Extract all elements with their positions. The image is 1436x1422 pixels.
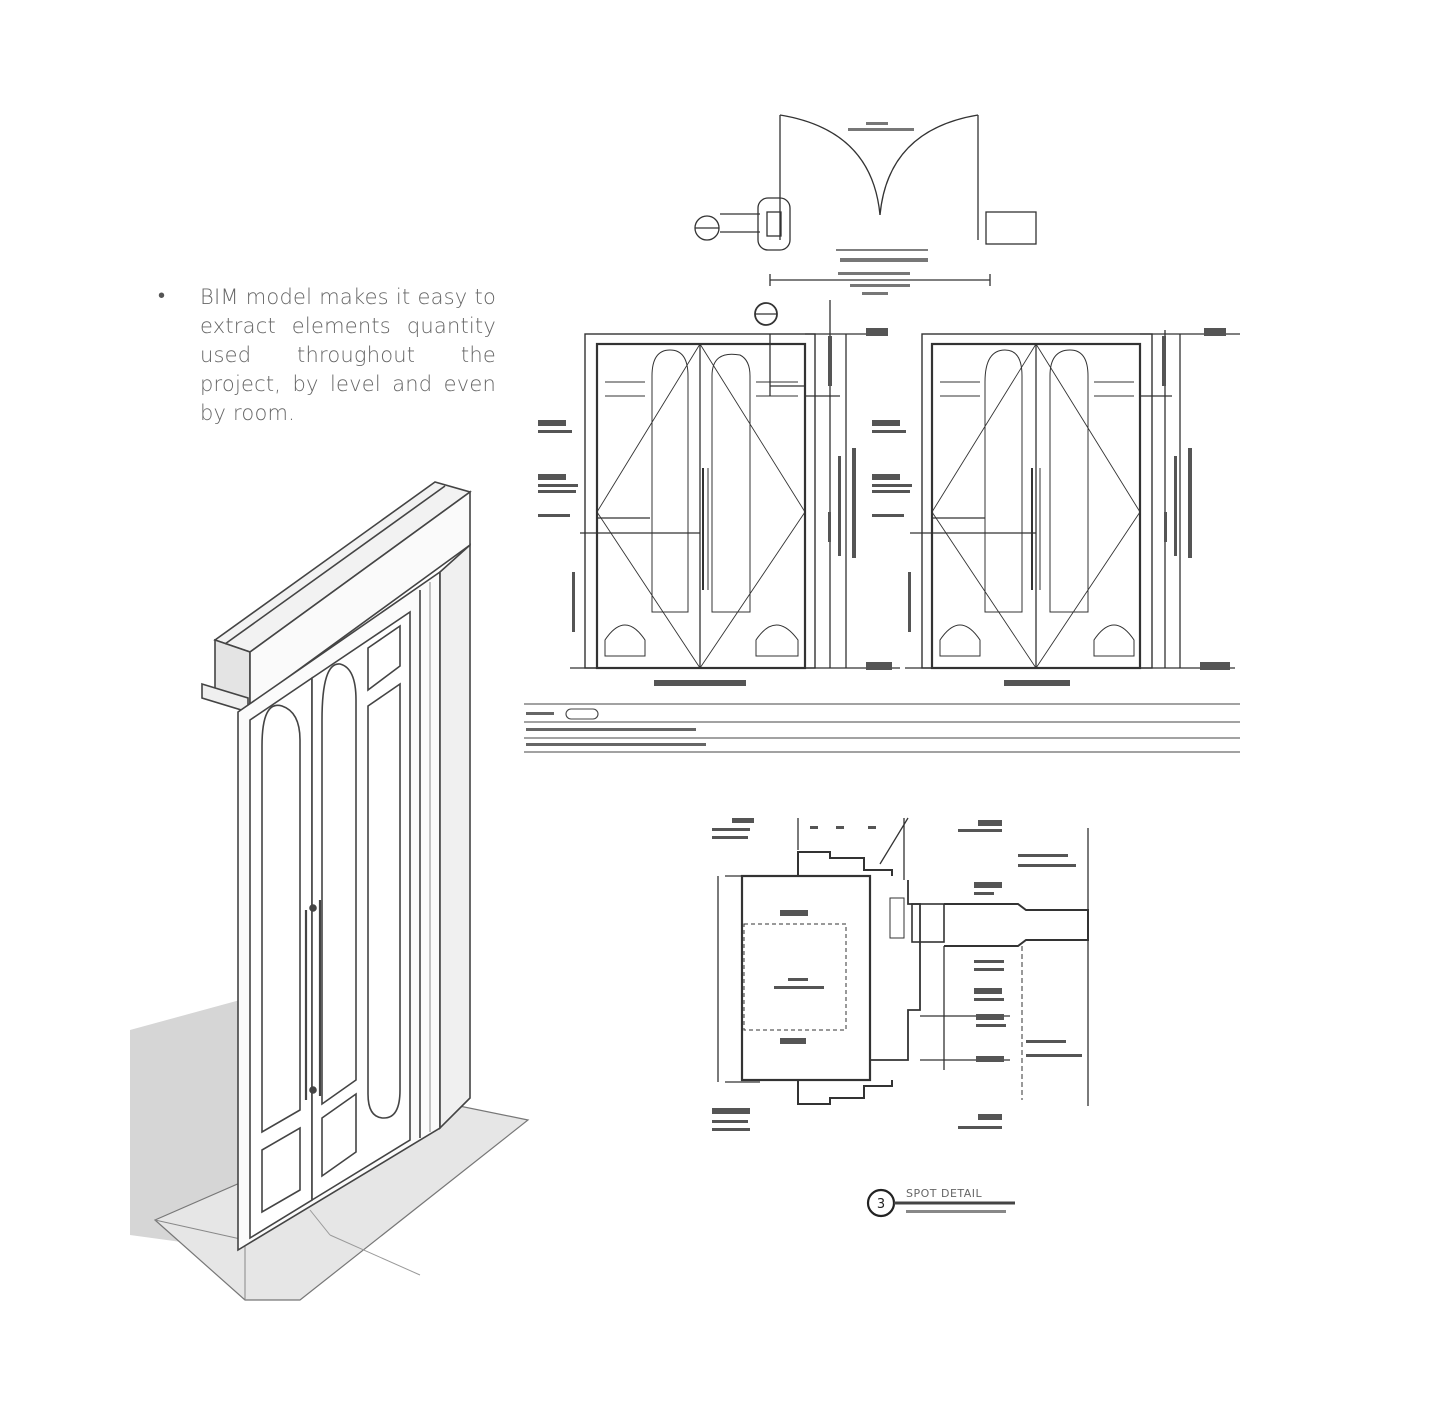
bullet-text: BIM model makes it easy to extract eleme…	[200, 285, 496, 425]
door-schedule-table	[524, 703, 1240, 753]
detail-title: SPOT DETAIL	[906, 1187, 983, 1200]
door-elevation-left	[538, 300, 900, 686]
bullet-marker: •	[158, 285, 166, 307]
spot-detail-drawing	[712, 817, 1089, 1131]
door-elevation-right	[872, 328, 1240, 686]
detail-number: 3	[877, 1197, 885, 1212]
door-leaf-right	[311, 610, 411, 1202]
door-plan-view	[694, 114, 1037, 295]
door-shadow	[130, 1000, 240, 1250]
spot-detail-callout: 3 SPOT DETAIL	[866, 1187, 1015, 1218]
door-3d-model	[130, 481, 530, 1301]
